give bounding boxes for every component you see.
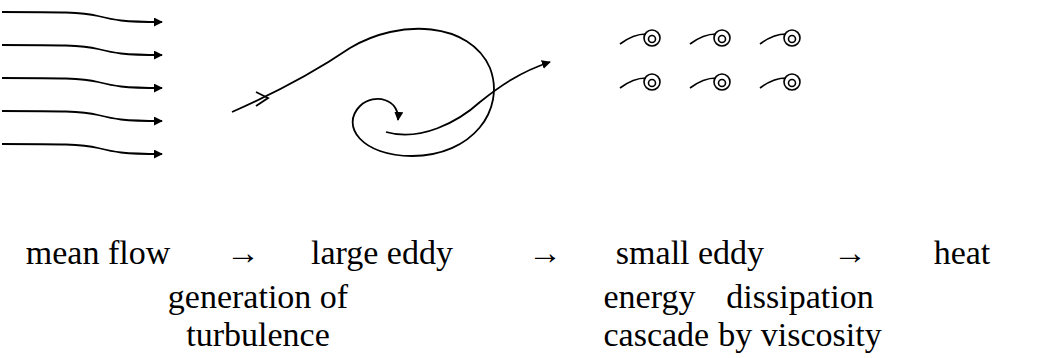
streamline <box>2 45 162 55</box>
process-note: energy cascade <box>604 278 607 354</box>
small-eddy <box>690 30 730 46</box>
small-eddy <box>760 74 800 90</box>
streamline <box>2 12 162 22</box>
streamline <box>2 111 162 121</box>
small-eddy <box>620 30 660 46</box>
flow-arrow: → <box>833 234 867 272</box>
small-eddies <box>620 30 800 90</box>
stage-label: large eddy <box>311 234 453 272</box>
stage-label: mean flow <box>26 234 170 272</box>
stage-label: small eddy <box>616 234 764 272</box>
process-note: dissipation by viscosity <box>717 278 883 354</box>
small-eddy <box>620 74 660 90</box>
eddy-arrowhead <box>256 92 268 106</box>
streamline <box>2 144 162 154</box>
large-eddy <box>232 29 550 156</box>
eddy-curve <box>232 29 494 156</box>
mean-flow-streamlines <box>2 12 162 154</box>
eddy-tail <box>386 62 550 135</box>
small-eddy <box>690 74 730 90</box>
process-note: generation of turbulence <box>167 278 350 354</box>
streamline <box>2 78 162 88</box>
small-eddy <box>760 30 800 46</box>
stage-label: heat <box>934 234 991 272</box>
flow-arrow: → <box>226 234 260 272</box>
flow-arrow: → <box>528 234 562 272</box>
